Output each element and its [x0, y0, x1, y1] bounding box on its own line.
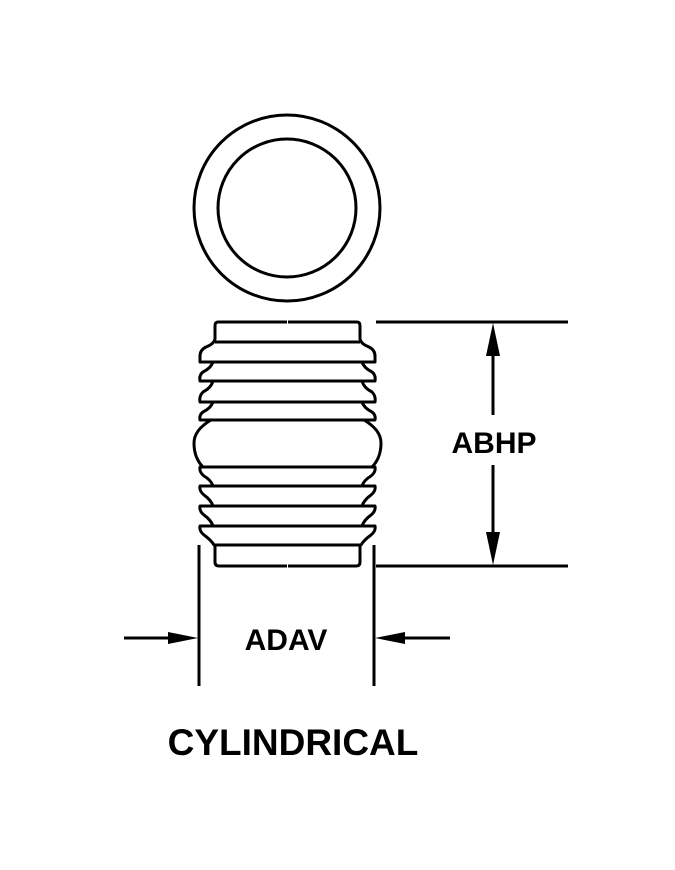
- arrow-right-icon: [168, 632, 198, 644]
- bellows-side-view: [192, 320, 383, 568]
- arrow-up-icon: [486, 323, 500, 356]
- shape-title: CYLINDRICAL: [168, 722, 419, 763]
- arrow-down-icon: [486, 532, 500, 565]
- bellows-left-profile: [192, 320, 287, 568]
- bellows-ridge-lines: [200, 340, 375, 547]
- end-view-outer-circle: [192, 113, 382, 303]
- diameter-dimension: [124, 545, 450, 686]
- diameter-dimension-label: ADAV: [245, 624, 328, 657]
- end-view-inner-circle: [216, 137, 358, 279]
- height-dimension: [376, 320, 568, 568]
- height-dimension-label: ABHP: [451, 427, 536, 460]
- arrow-left-icon: [375, 632, 405, 644]
